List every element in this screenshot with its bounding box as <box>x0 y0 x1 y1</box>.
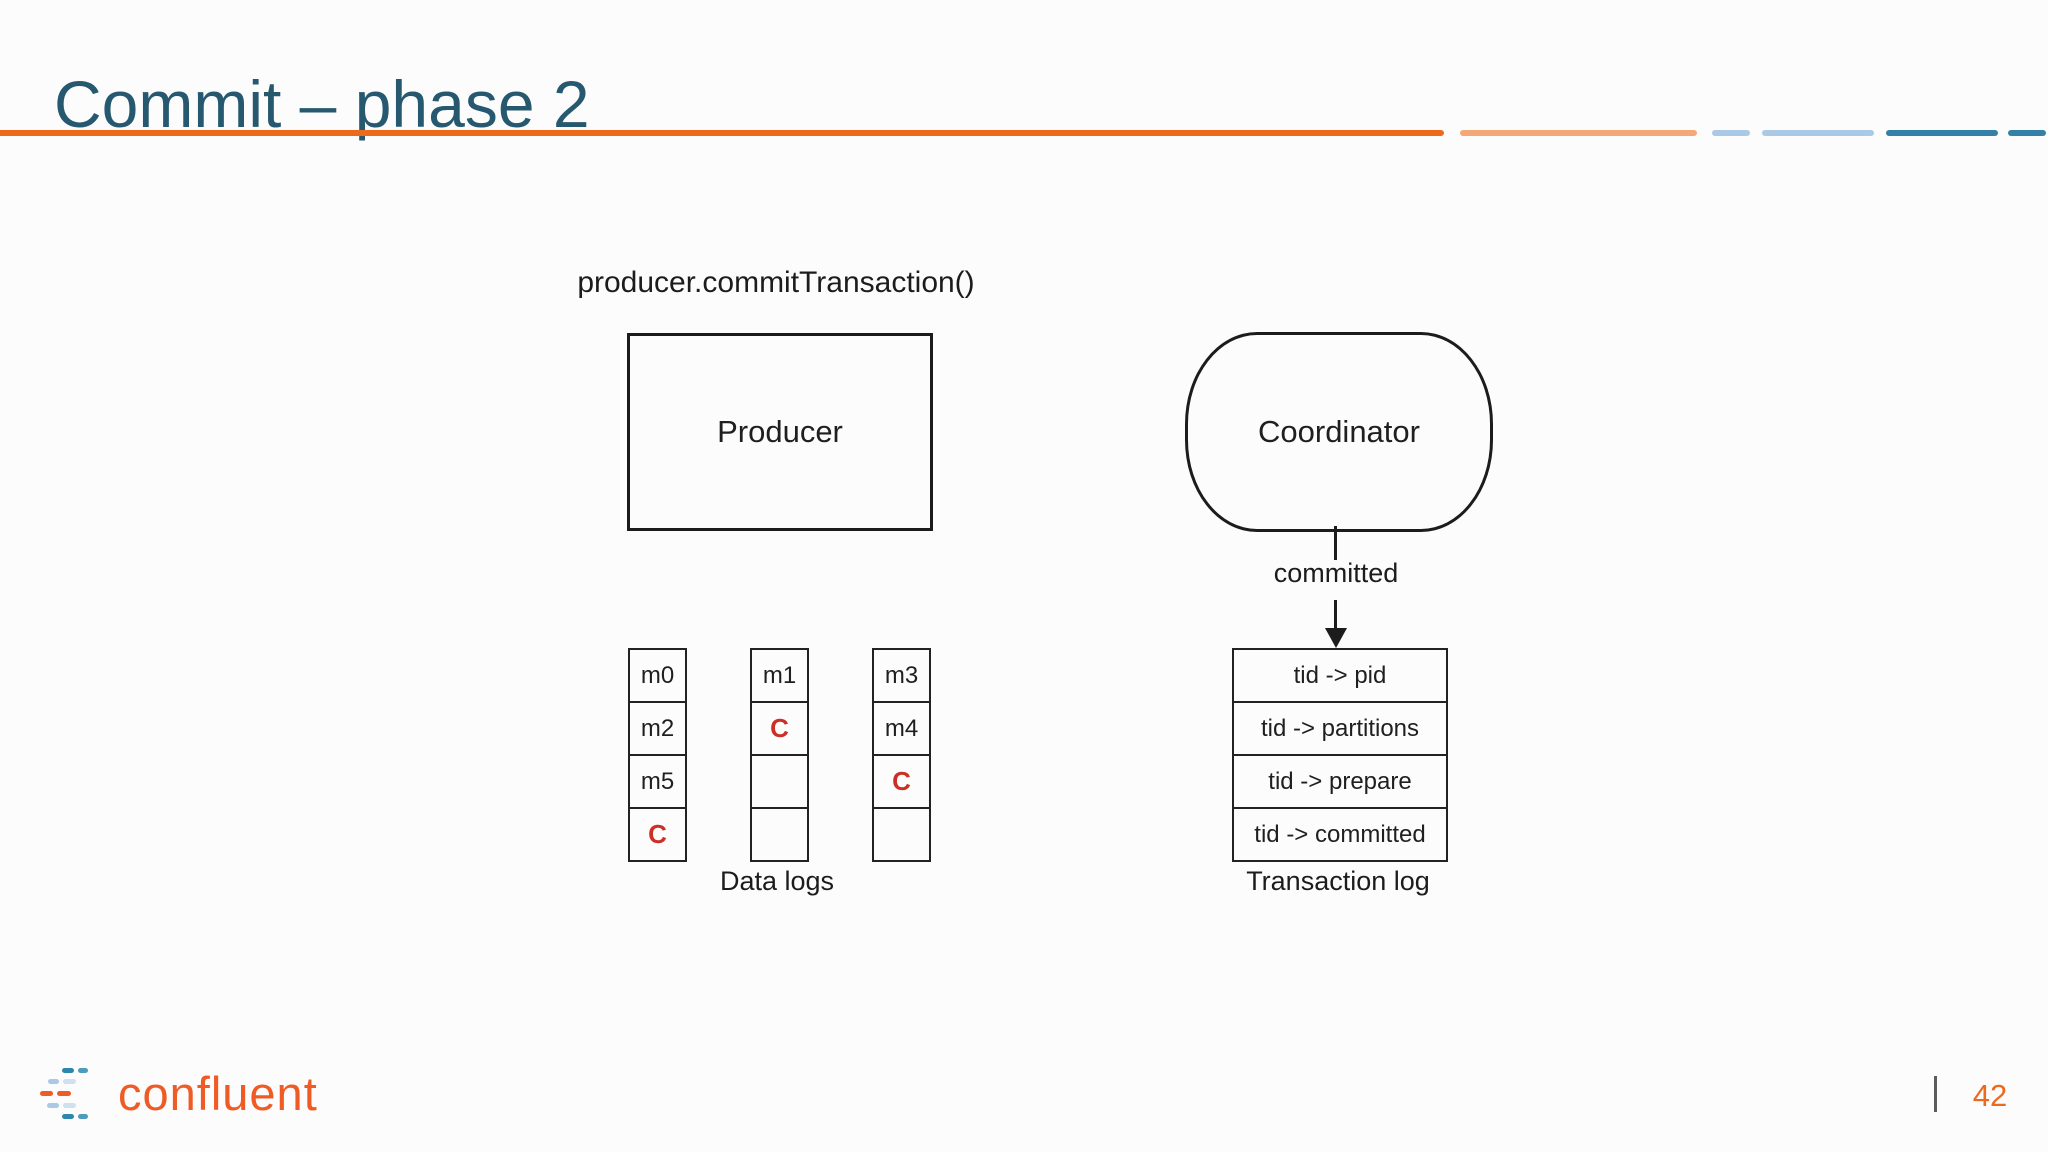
page-title: Commit – phase 2 <box>54 67 590 142</box>
transaction-log-row: tid -> partitions <box>1234 703 1446 756</box>
data-log-partition-1: m0 m2 m5 C <box>628 648 687 862</box>
footer-divider <box>1934 1076 1937 1112</box>
data-log-partition-2: m1 C <box>750 648 809 862</box>
commit-transaction-caption: producer.commitTransaction() <box>577 266 975 299</box>
logo-dash-icon <box>63 1103 76 1108</box>
log-cell: m2 <box>630 703 685 756</box>
log-cell: C <box>648 819 667 849</box>
committed-arrow-label: committed <box>1273 558 1399 588</box>
log-cell <box>874 809 929 860</box>
committed-arrow-head-icon <box>1325 628 1347 648</box>
confluent-logo: confluent <box>40 1062 360 1124</box>
transaction-log-row: tid -> committed <box>1254 821 1426 848</box>
coordinator-node: Coordinator <box>1185 332 1493 532</box>
logo-dash-icon <box>62 1114 74 1119</box>
transaction-log-row: tid -> pid <box>1234 650 1446 703</box>
logo-dash-icon <box>62 1068 74 1073</box>
logo-dash-icon <box>78 1114 88 1119</box>
transaction-log-label: Transaction log <box>1246 866 1430 896</box>
log-cell: m1 <box>752 650 807 703</box>
log-cell: m3 <box>874 650 929 703</box>
logo-dash-icon <box>78 1068 88 1073</box>
confluent-logo-text: confluent <box>118 1067 318 1120</box>
producer-label: Producer <box>717 414 843 449</box>
log-cell: m0 <box>630 650 685 703</box>
coordinator-label: Coordinator <box>1258 414 1420 449</box>
title-rule-main <box>0 130 1444 136</box>
log-cell: m5 <box>630 756 685 809</box>
log-cell <box>752 809 807 860</box>
log-cell: C <box>752 703 807 756</box>
title-rule-dash-blue-1 <box>1712 130 1750 136</box>
producer-node: Producer <box>627 333 933 531</box>
logo-dash-icon <box>48 1079 59 1084</box>
log-cell <box>752 756 807 809</box>
log-cell: m4 <box>874 703 929 756</box>
page-number: 42 <box>1972 1078 2008 1113</box>
log-cell: C <box>874 756 929 809</box>
committed-arrow-line-lower <box>1334 600 1337 632</box>
logo-dash-icon <box>57 1091 71 1096</box>
title-rule-dash-teal-1 <box>1886 130 1998 136</box>
transaction-log-table: tid -> pid tid -> partitions tid -> prep… <box>1232 648 1448 862</box>
title-rule-dash-blue-2 <box>1762 130 1874 136</box>
title-rule-dash-orange <box>1460 130 1697 136</box>
logo-dash-icon <box>47 1103 59 1108</box>
data-logs-label: Data logs <box>719 866 835 896</box>
transaction-log-row: tid -> prepare <box>1234 756 1446 809</box>
committed-arrow-line-upper <box>1334 526 1337 560</box>
logo-dash-icon <box>40 1091 53 1096</box>
data-log-partition-3: m3 m4 C <box>872 648 931 862</box>
logo-dash-icon <box>63 1079 76 1084</box>
title-rule-dash-teal-2 <box>2008 130 2046 136</box>
